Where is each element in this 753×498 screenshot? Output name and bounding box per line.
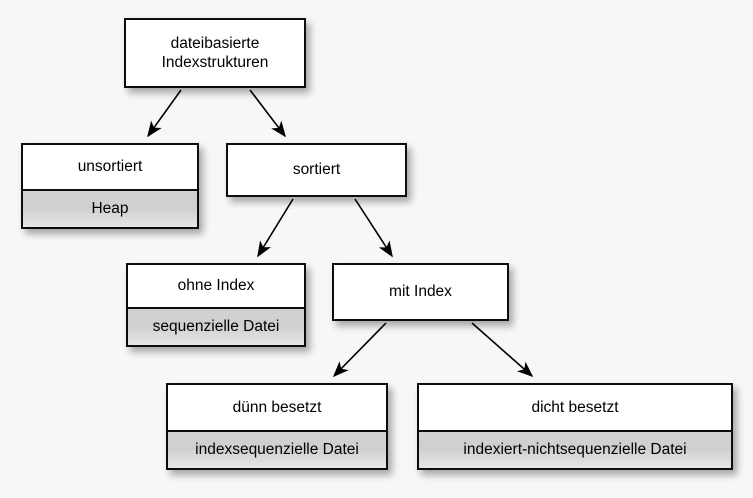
node-subtitle: Heap	[23, 189, 197, 227]
edge-sortiert-to-ohne-index	[257, 198, 294, 258]
node-title: dicht besetzt	[419, 385, 731, 430]
node-title: unsortiert	[23, 145, 197, 189]
node-ohne-index[interactable]: ohne Index sequenzielle Datei	[126, 263, 306, 347]
edge-mit-index-to-dicht-besetzt	[471, 322, 534, 378]
edge-sortiert-to-mit-index	[354, 198, 393, 258]
node-sortiert[interactable]: sortiert	[226, 143, 407, 197]
node-dicht-besetzt[interactable]: dicht besetzt indexiert-nichtsequenziell…	[417, 383, 733, 470]
node-title: mit Index	[334, 265, 507, 319]
node-title: dateibasierte Indexstrukturen	[126, 20, 304, 86]
node-title: ohne Index	[128, 265, 304, 307]
node-dateibasierte-indexstrukturen[interactable]: dateibasierte Indexstrukturen	[124, 18, 306, 88]
node-subtitle: indexiert-nichtsequenzielle Datei	[419, 430, 731, 468]
edge-root-to-unsortiert	[147, 89, 182, 138]
node-subtitle: sequenzielle Datei	[128, 307, 304, 345]
edge-root-to-sortiert	[249, 89, 286, 138]
node-mit-index[interactable]: mit Index	[332, 263, 509, 321]
node-duenn-besetzt[interactable]: dünn besetzt indexsequenzielle Datei	[166, 383, 388, 470]
node-subtitle: indexsequenzielle Datei	[168, 430, 386, 468]
node-title: dünn besetzt	[168, 385, 386, 430]
edge-mit-index-to-duenn-besetzt	[332, 322, 387, 378]
node-unsortiert[interactable]: unsortiert Heap	[21, 143, 199, 229]
node-title: sortiert	[228, 145, 405, 195]
